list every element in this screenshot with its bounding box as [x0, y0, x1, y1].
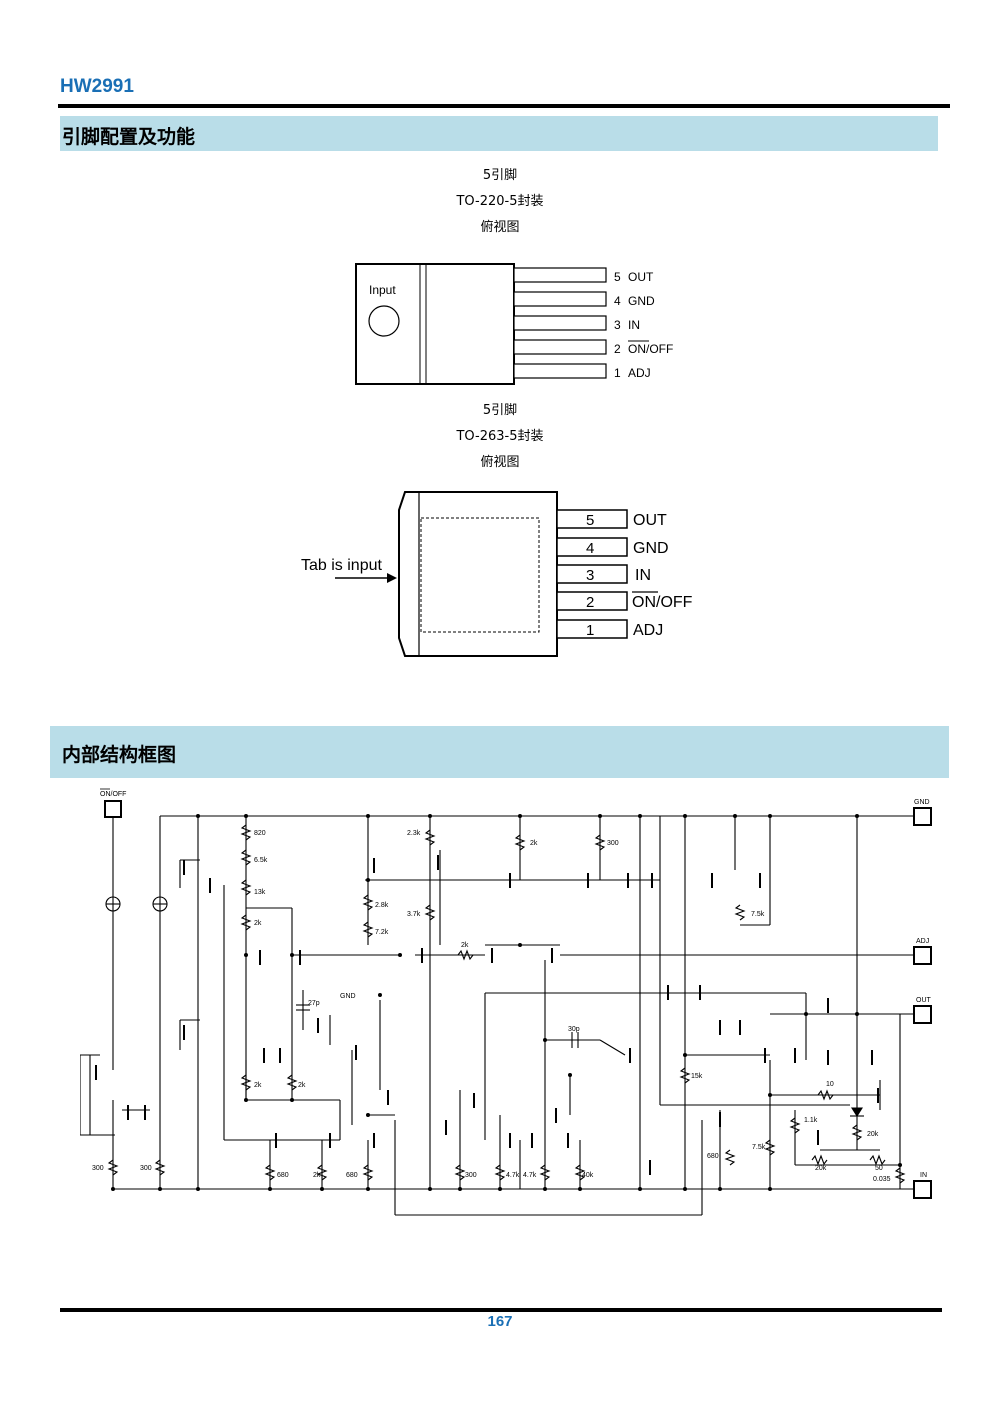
mounting-hole-icon: [368, 305, 400, 337]
value-label: 50: [875, 1165, 883, 1172]
pkg1-lead-5: [513, 267, 607, 283]
value-label: 2.8k: [375, 902, 389, 909]
pkg1-pin4-name: GND: [628, 294, 655, 308]
section-title-block-diagram: 内部结构框图: [62, 744, 177, 766]
pkg1-pin1-num: 1: [614, 366, 621, 380]
pkg2-package-line: TO-263-5封装: [456, 429, 544, 444]
value-label: 6.5k: [254, 857, 268, 864]
value-label: 2k: [530, 840, 538, 847]
value-label: 15k: [691, 1073, 703, 1080]
pkg1-pin1-name: ADJ: [628, 366, 651, 380]
value-label: 300: [607, 840, 619, 847]
pkg2-pins-line: 5引脚: [482, 403, 518, 418]
page-number: 167: [487, 1313, 513, 1330]
pkg2-pin5-num: 5: [586, 512, 594, 529]
pkg1-pin5-num: 5: [614, 270, 621, 284]
value-label: 7.2k: [375, 929, 389, 936]
pkg2-pin5-name: OUT: [633, 512, 667, 529]
value-label: 2k: [313, 1172, 321, 1179]
label-adj: ADJ: [916, 938, 929, 945]
pkg1-pin2-name: ON/OFF: [628, 342, 673, 356]
pkg2-tab-label: Tab is input: [301, 557, 382, 574]
pkg2-pin4-num: 4: [586, 540, 594, 557]
terminal-in: [913, 1180, 932, 1199]
value-label: 820: [254, 830, 266, 837]
value-label: 20k: [815, 1165, 827, 1172]
value-label: 40k: [582, 1172, 594, 1179]
pkg2-pin3-name: IN: [635, 567, 651, 584]
value-label: 30p: [568, 1026, 580, 1033]
pkg1-pin5-name: OUT: [628, 270, 654, 284]
value-label: 20k: [867, 1131, 879, 1138]
value-label: 4.7k: [523, 1172, 537, 1179]
pkg1-lead-2: [513, 339, 607, 355]
pkg2-lead-5: [556, 509, 628, 529]
pkg1-pin3-name: IN: [628, 318, 640, 332]
label-in: IN: [920, 1172, 927, 1179]
value-label: 300: [465, 1172, 477, 1179]
pkg2-lead-3: [556, 564, 628, 584]
internal-schematic-diagram: ON/OFF GND ADJ OUT IN GND 820 6.5k 13k 2…: [80, 788, 932, 1216]
pkg2-pin3-num: 3: [586, 567, 594, 584]
pkg1-pins-line: 5引脚: [482, 168, 518, 183]
pkg2-pin1-num: 1: [586, 622, 594, 639]
pkg1-pin4-num: 4: [614, 294, 621, 308]
value-label: 2k: [254, 920, 262, 927]
value-label: 680: [707, 1153, 719, 1160]
pkg2-view-line: 俯视图: [480, 455, 520, 470]
pkg2-lead-1: [556, 619, 628, 639]
terminal-out: [913, 1005, 932, 1024]
pkg2-lead-2: [556, 591, 628, 611]
value-label: 2k: [461, 942, 469, 949]
value-label: 13k: [254, 889, 266, 896]
terminal-gnd: [913, 807, 932, 826]
pkg2-lead-4: [556, 537, 628, 557]
terminal-adj: [913, 946, 932, 965]
pkg1-lead-3: [513, 315, 607, 331]
value-label: 7.5k: [751, 911, 765, 918]
terminal-on-off: [104, 800, 122, 818]
footer-rule: [60, 1308, 942, 1312]
value-label: 7.5k: [752, 1144, 766, 1151]
pkg1-body-label: Input: [369, 283, 396, 297]
value-label: 300: [140, 1165, 152, 1172]
to263-package-diagram: Tab is input 5 OUT 4 GND 3 IN 2 ON/OFF 1…: [301, 491, 693, 657]
pkg1-view-line: 俯视图: [480, 220, 520, 235]
value-label: 300: [92, 1165, 104, 1172]
document-title: HW2991: [60, 76, 134, 97]
value-label: 10: [826, 1081, 834, 1088]
value-label: 680: [346, 1172, 358, 1179]
pkg1-lead-1: [513, 363, 607, 379]
value-label: 2k: [298, 1082, 306, 1089]
value-label: 1.1k: [804, 1117, 818, 1124]
pkg2-pin2-num: 2: [586, 594, 594, 611]
label-cap-gnd: GND: [340, 993, 356, 1000]
to220-package-diagram: Input 5 OUT 4 GND 3 IN 2 ON/OFF 1 ADJ: [355, 263, 673, 385]
pkg2-pin1-name: ADJ: [633, 622, 663, 639]
value-label: 27p: [308, 1000, 320, 1007]
value-label: 2.3k: [407, 830, 421, 837]
pkg1-pin3-num: 3: [614, 318, 621, 332]
label-out: OUT: [916, 997, 932, 1004]
pkg2-pin4-name: GND: [633, 540, 669, 557]
pkg1-lead-4: [513, 291, 607, 307]
section-band-block-diagram: [50, 726, 949, 778]
value-label: 680: [277, 1172, 289, 1179]
value-label: 2k: [254, 1082, 262, 1089]
value-label: 0.035: [873, 1176, 891, 1183]
label-on-off: ON/OFF: [100, 791, 126, 798]
section-band-pin-config: [60, 116, 938, 151]
value-label: 4.7k: [506, 1172, 520, 1179]
section-title-pin-config: 引脚配置及功能: [62, 126, 196, 148]
header-rule: [58, 104, 950, 108]
pkg1-pin2-num: 2: [614, 342, 621, 356]
label-gnd: GND: [914, 799, 930, 806]
pkg2-pin2-name: ON/OFF: [632, 594, 693, 611]
value-label: 3.7k: [407, 911, 421, 918]
pkg1-package-line: TO-220-5封装: [456, 194, 544, 209]
